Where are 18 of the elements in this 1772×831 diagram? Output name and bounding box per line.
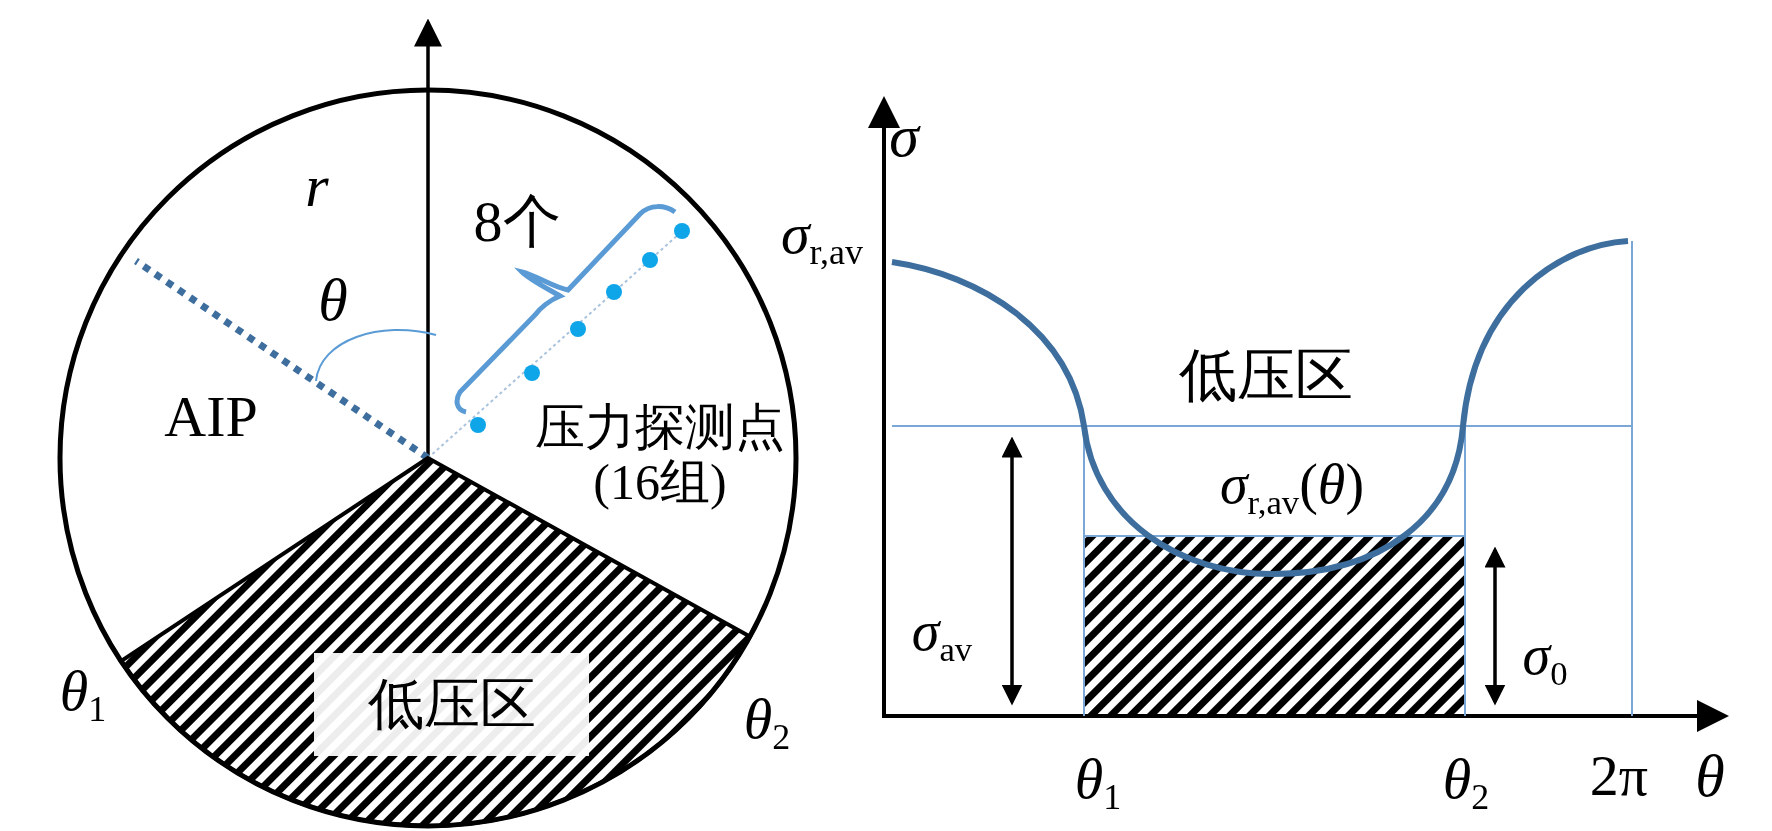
region-label: 低压区 <box>314 653 589 756</box>
radius-label: r <box>305 153 329 219</box>
tick-label: θ$_{1}$ <box>1074 746 1122 818</box>
axis-title: σ <box>889 103 919 169</box>
dimension-label: σ$_{av}$ <box>911 601 973 669</box>
probe-label: 压力探测点(16组) <box>535 400 785 510</box>
axis-title: θ <box>1695 743 1725 809</box>
angle-label: θ <box>318 267 348 333</box>
angle-label: θ$_{1}$ <box>59 658 107 730</box>
region-label: 低压区 <box>1179 344 1353 408</box>
curve-label: σ$_{r,av}$(θ) <box>1219 454 1365 522</box>
tick-label: θ$_{2}$ <box>1442 746 1490 818</box>
count-label: 8个 <box>473 190 561 254</box>
tick-label: 2π <box>1589 744 1649 808</box>
value-label: σ$_{r,av}$ <box>780 201 864 273</box>
dimension-label: σ$_{0}$ <box>1522 625 1568 693</box>
region-label: AIP <box>164 385 258 449</box>
angle-label: θ$_{2}$ <box>743 686 791 758</box>
